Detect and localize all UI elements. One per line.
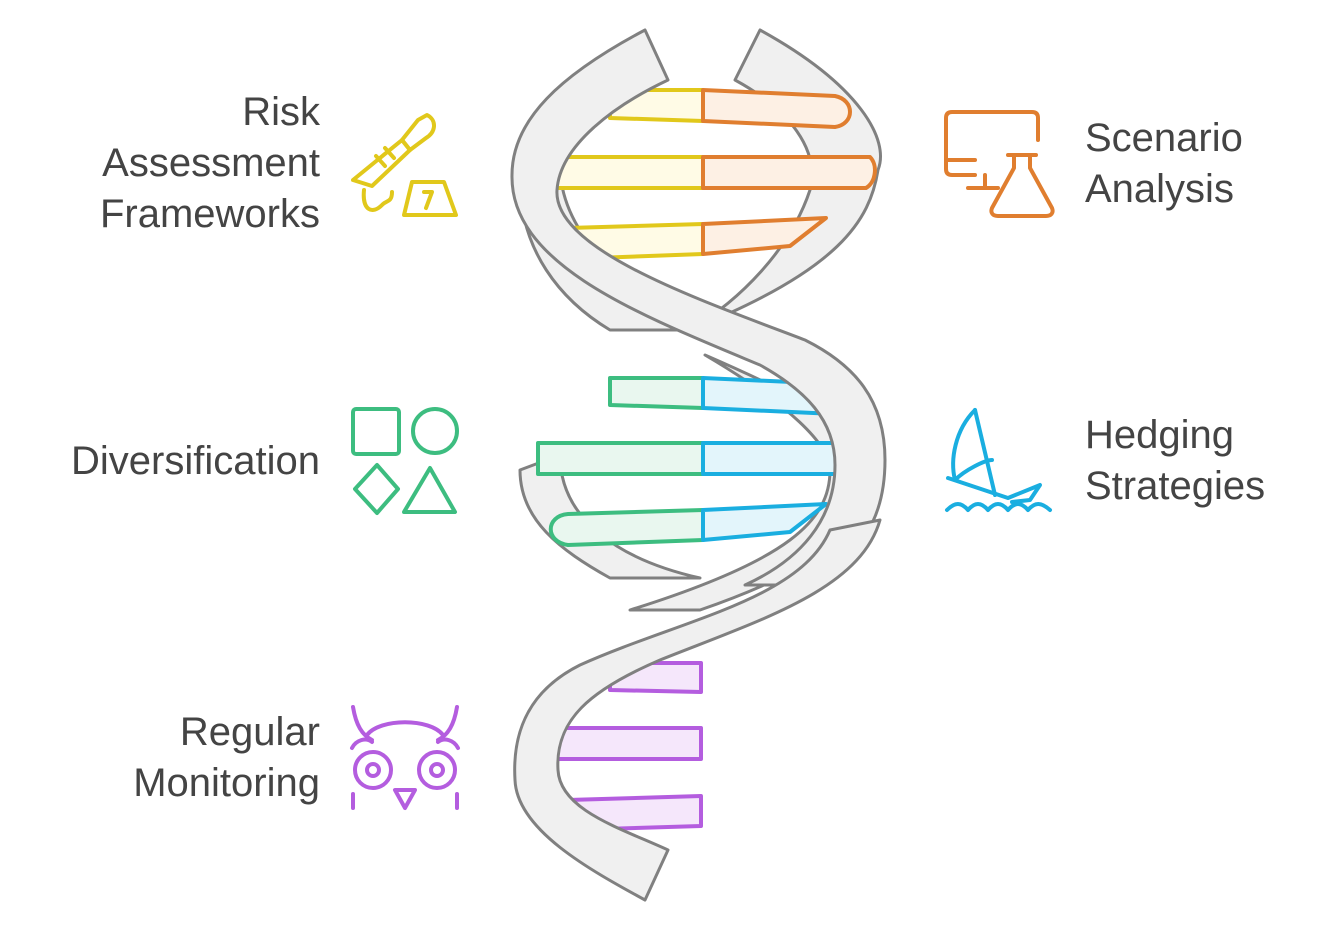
rung-4-left: [608, 376, 705, 410]
rung-1-right: [701, 88, 852, 129]
label-scenario-analysis: Scenario Analysis: [1085, 113, 1323, 215]
back-strand-lower-left: [518, 453, 702, 580]
label-line: Analysis: [1085, 167, 1234, 211]
label-diversification: Diversification: [20, 436, 320, 487]
rung-pair-5: [536, 441, 877, 476]
label-line: Regular: [179, 710, 320, 754]
front-strand: [510, 28, 887, 902]
owl-icon: [350, 705, 460, 810]
label-line: Diversification: [71, 439, 320, 483]
label-line: Hedging: [1085, 413, 1235, 457]
rung-pair-6: [548, 502, 828, 547]
rung-pair-1: [608, 88, 852, 129]
label-line: Risk: [242, 90, 320, 134]
rung-2-right: [701, 155, 877, 190]
knife-cutting-board-icon: [351, 113, 458, 217]
sailboat-icon: [945, 408, 1052, 512]
shapes-icon: [351, 407, 459, 515]
label-line: Assessment: [102, 141, 320, 185]
rung-6-left: [548, 508, 705, 547]
label-line: Scenario: [1085, 116, 1243, 160]
label-line: Strategies: [1085, 464, 1266, 508]
monitor-flask-icon: [944, 110, 1055, 218]
label-line: Frameworks: [99, 192, 320, 236]
label-risk-assessment-frameworks: Risk Assessment Frameworks: [20, 87, 320, 240]
rung-3-right: [701, 216, 828, 256]
rung-6-right: [701, 502, 828, 542]
label-line: Monitoring: [133, 761, 320, 805]
rung-5-left: [536, 441, 705, 476]
rung-pair-2: [536, 155, 877, 190]
label-hedging-strategies: Hedging Strategies: [1085, 410, 1323, 512]
front-strand-bottom: [513, 518, 882, 902]
label-regular-monitoring: Regular Monitoring: [20, 707, 320, 809]
